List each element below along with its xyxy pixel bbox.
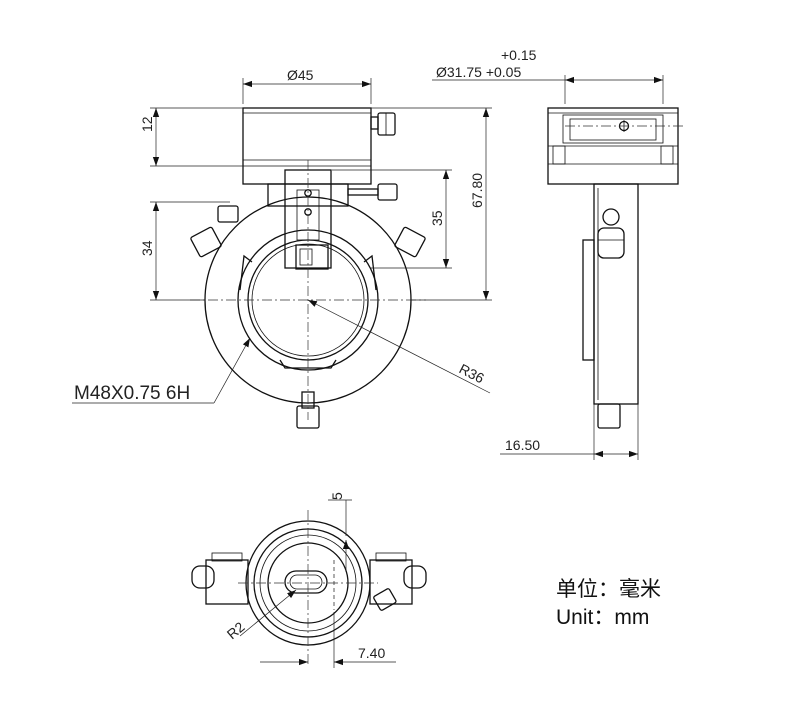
- cylinder-screw-knob: [377, 112, 396, 136]
- unit-en: Unit：mm: [556, 601, 649, 631]
- dim-r2-text: R2: [224, 618, 248, 642]
- unit-zh-label: 单位：: [556, 578, 619, 601]
- dim-o45-text: Ø45: [287, 67, 314, 83]
- dim-r36: R36: [307, 299, 491, 394]
- bottom-left-arm: [205, 559, 249, 605]
- cylinder-screw-neck: [370, 116, 379, 130]
- bottom-screw: [296, 405, 320, 429]
- dim-740-text: 7.40: [358, 645, 385, 661]
- dim-1650: 16.50: [500, 404, 639, 460]
- dim-35: 35: [332, 169, 452, 269]
- top-cylinder: [242, 107, 372, 185]
- side-plate: [582, 239, 595, 361]
- right-angled-screw: [394, 226, 426, 258]
- bottom-right-arm: [369, 559, 413, 605]
- dim-6780: 67.80: [371, 107, 492, 301]
- dim-tol-upper-text: +0.15: [501, 47, 537, 63]
- dim-r36-text: R36: [457, 360, 487, 386]
- dim-34: 34: [139, 201, 230, 301]
- unit-zh: 单位：毫米: [556, 573, 661, 603]
- dim-35-text: 35: [429, 210, 445, 226]
- dim-5: 5: [328, 492, 352, 572]
- dim-6780-text: 67.80: [469, 173, 485, 208]
- unit-en-value: mm: [614, 606, 650, 629]
- dim-34-text: 34: [139, 240, 155, 256]
- dim-740: 7.40: [260, 612, 396, 668]
- dim-thread: M48X0.75 6H: [72, 337, 251, 404]
- side-body: [593, 183, 639, 405]
- dim-1650-text: 16.50: [505, 437, 540, 453]
- clamp-tab: [295, 244, 329, 270]
- dim-5-text: 5: [329, 492, 345, 500]
- dim-12-text: 12: [139, 116, 155, 132]
- dim-o3175-text: Ø31.75 +0.05: [436, 64, 521, 80]
- bottom-slot: [284, 570, 328, 594]
- bottom-view: [191, 510, 427, 665]
- dim-o3175: +0.15 Ø31.75 +0.05: [432, 47, 664, 104]
- left-angled-screw: [190, 226, 222, 258]
- dim-thread-text: M48X0.75 6H: [74, 383, 190, 404]
- left-top-screw: [217, 205, 239, 223]
- side-knob: [597, 227, 625, 259]
- unit-en-label: Unit：: [556, 606, 615, 629]
- unit-zh-value: 毫米: [619, 578, 661, 601]
- side-view: [547, 107, 684, 429]
- neck-screw-knob: [377, 183, 398, 201]
- dim-12: 12: [139, 107, 243, 167]
- dim-o45: Ø45: [242, 67, 372, 104]
- side-bottom-screw: [597, 403, 621, 429]
